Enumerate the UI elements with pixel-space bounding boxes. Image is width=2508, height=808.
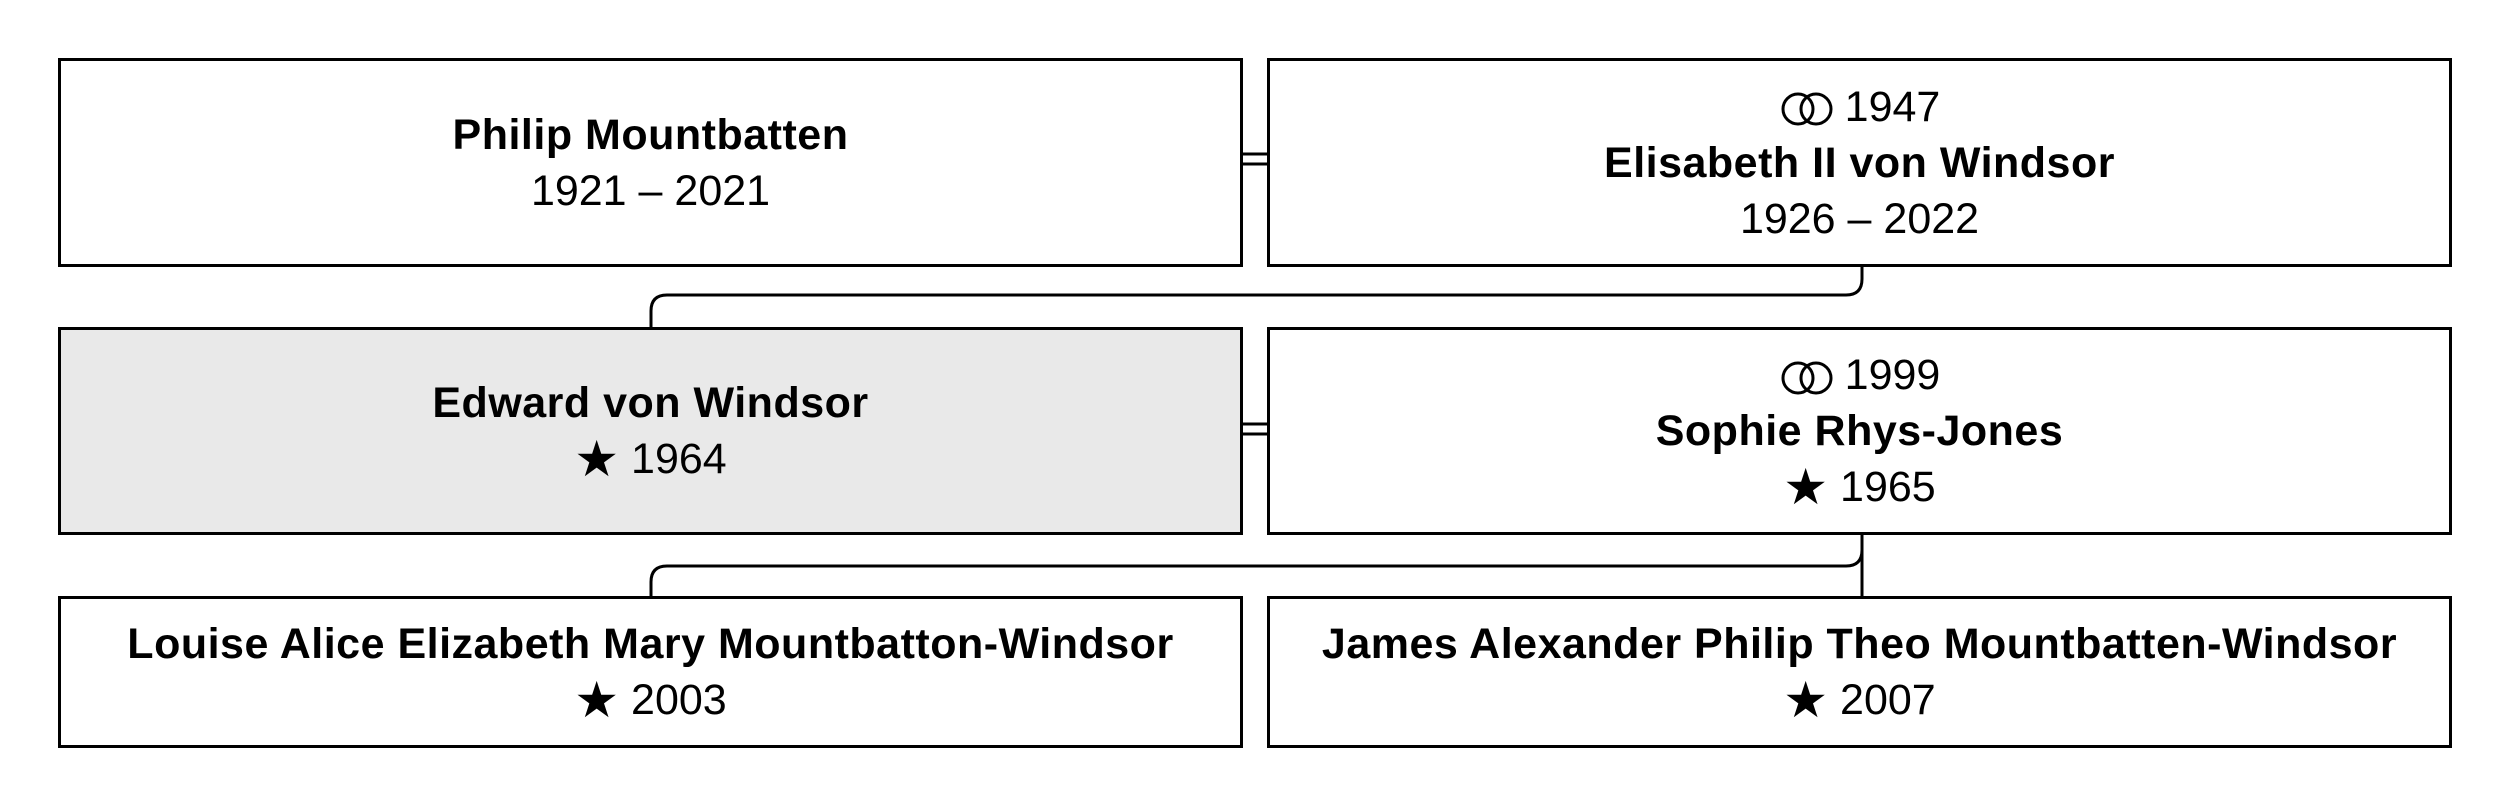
birth-row: ★ 2007	[1783, 672, 1935, 728]
marriage-year: 1947	[1844, 82, 1941, 131]
person-box-edward[interactable]: Edward von Windsor ★ 1964	[58, 327, 1243, 535]
star-icon: ★	[1783, 459, 1829, 515]
person-name: Philip Mountbatten	[452, 110, 849, 159]
person-dates: 1921 – 2021	[530, 166, 771, 215]
marriage-year: 1999	[1844, 351, 1941, 399]
person-name: James Alexander Philip Theo Mountbatten-…	[1321, 620, 2398, 668]
person-name: Sophie Rhys-Jones	[1655, 407, 2064, 455]
rings-icon	[1781, 92, 1833, 126]
descent-line-louise	[649, 533, 1864, 597]
birth-year: 2003	[631, 676, 727, 724]
person-box-louise[interactable]: Louise Alice Elizabeth Mary Mountbatton-…	[58, 596, 1243, 748]
rings-icon	[1781, 361, 1833, 395]
star-icon: ★	[574, 672, 620, 728]
person-dates: 1926 – 2022	[1739, 194, 1980, 243]
person-box-elisabeth[interactable]: 1947 Elisabeth II von Windsor 1926 – 202…	[1267, 58, 2452, 267]
marriage-row: 1999	[1779, 347, 1941, 403]
birth-year: 1964	[631, 435, 727, 483]
person-box-philip[interactable]: Philip Mountbatten 1921 – 2021	[58, 58, 1243, 267]
birth-row: ★ 1964	[574, 431, 726, 487]
person-box-sophie[interactable]: 1999 Sophie Rhys-Jones ★ 1965	[1267, 327, 2452, 535]
star-icon: ★	[1783, 672, 1829, 728]
marriage-row: 1947	[1779, 79, 1941, 135]
star-icon: ★	[574, 431, 620, 487]
birth-row: ★ 2003	[574, 672, 726, 728]
descent-line-edward	[649, 264, 1864, 328]
birth-year: 2007	[1840, 676, 1936, 724]
birth-year: 1965	[1840, 463, 1936, 511]
birth-row: ★ 1965	[1783, 459, 1935, 515]
person-box-james[interactable]: James Alexander Philip Theo Mountbatten-…	[1267, 596, 2452, 748]
person-name: Louise Alice Elizabeth Mary Mountbatton-…	[127, 620, 1174, 668]
person-name: Edward von Windsor	[432, 379, 869, 427]
person-name: Elisabeth II von Windsor	[1604, 138, 2115, 187]
